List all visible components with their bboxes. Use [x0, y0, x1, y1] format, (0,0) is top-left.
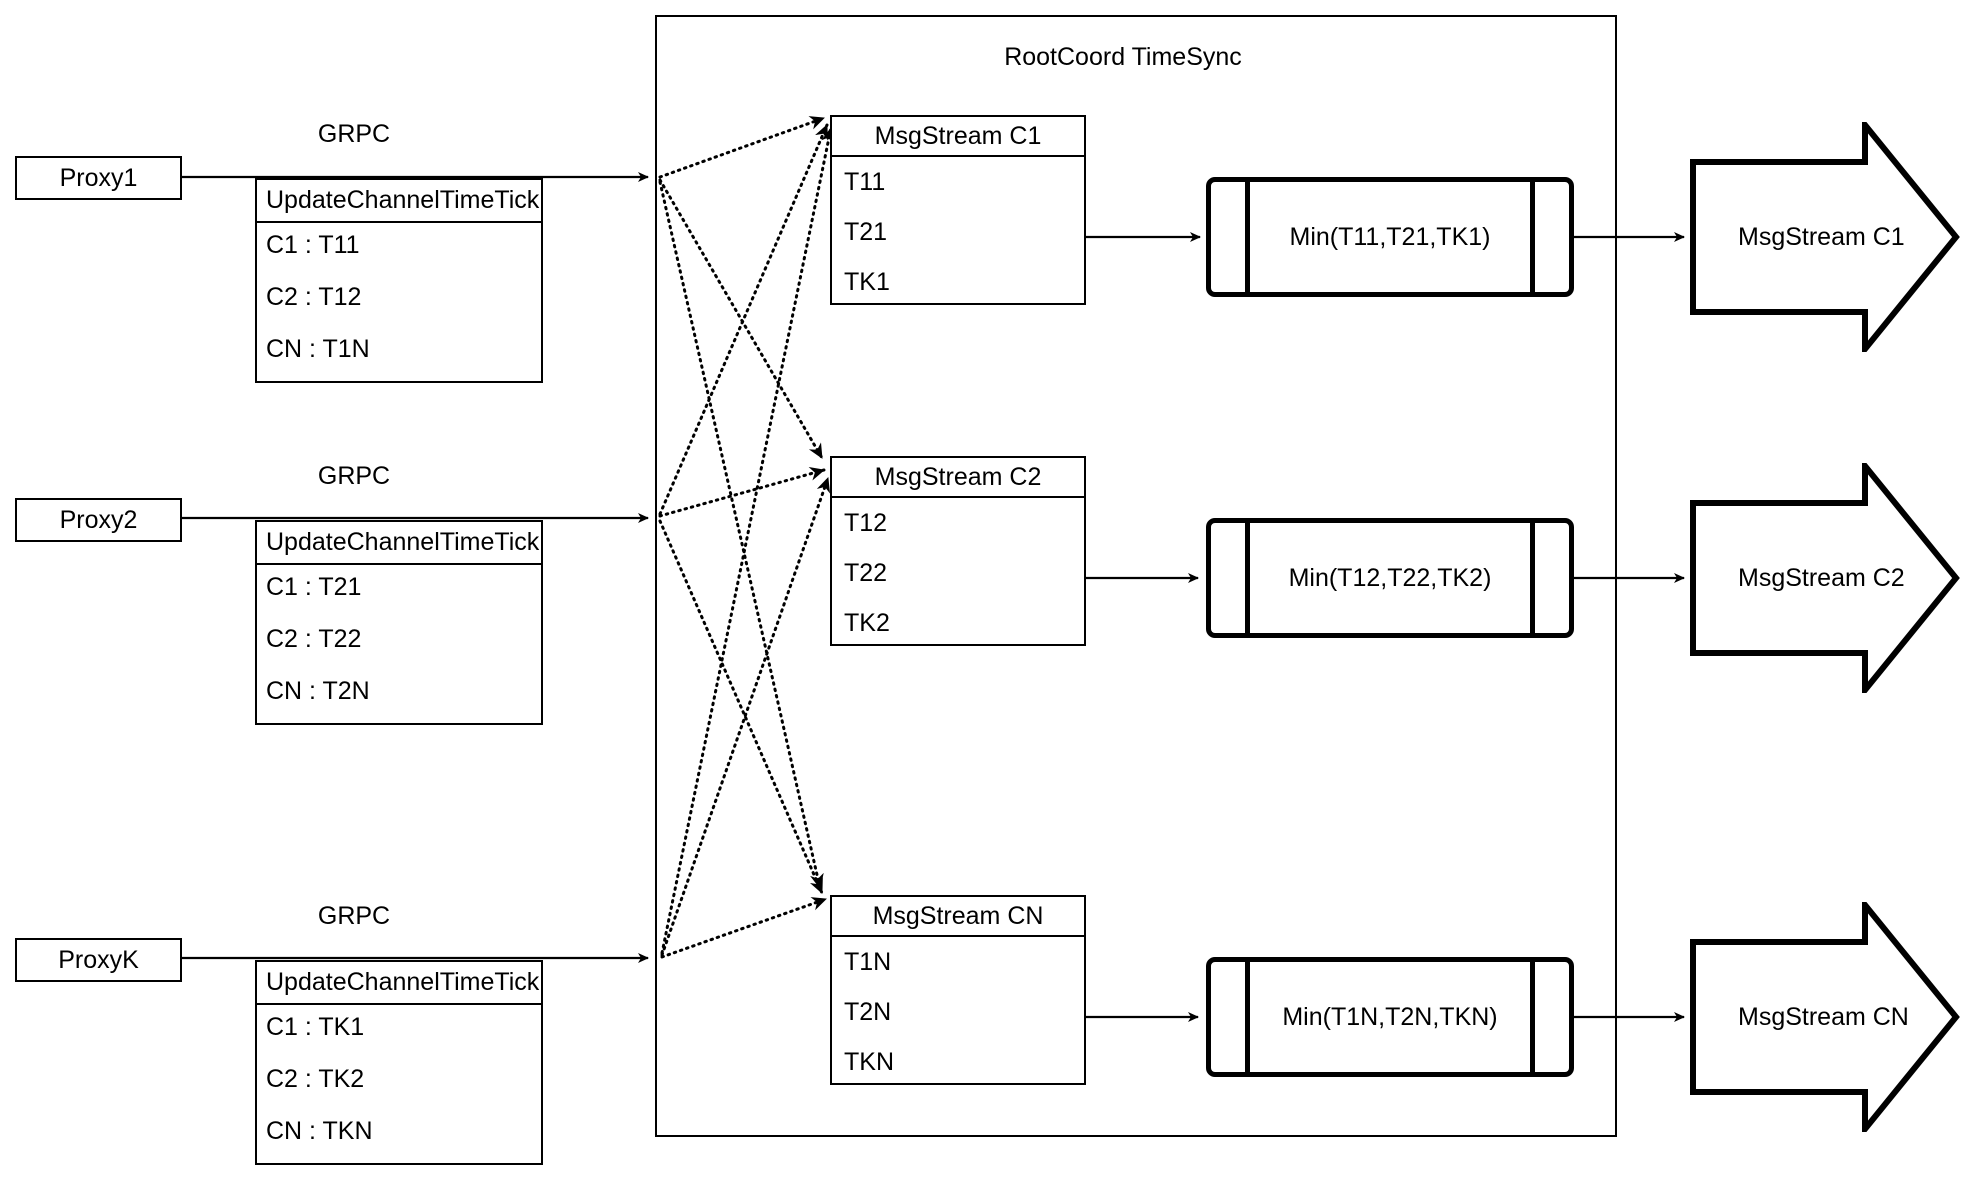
msgstream-box-1: MsgStream C1 T11 T21 TK1 [830, 115, 1086, 305]
uct-row: CN : T2N [266, 677, 370, 705]
proxy-box-3[interactable]: ProxyK [15, 938, 182, 982]
uct-row: CN : T1N [266, 335, 370, 363]
min-label-3: Min(T1N,T2N,TKN) [1282, 1002, 1498, 1031]
proxy-box-1[interactable]: Proxy1 [15, 156, 182, 200]
output-block-arrow-2: MsgStream C2 [1690, 457, 1960, 699]
uct-rows-2: C1 : T21 C2 : T22 CN : T2N [257, 565, 541, 704]
rootcoord-timesync-title: RootCoord TimeSync [1004, 43, 1242, 71]
rootcoord-timesync-container [655, 15, 1617, 1137]
output-block-arrow-3: MsgStream CN [1690, 896, 1960, 1138]
block-arrow-icon [1690, 896, 1960, 1138]
block-arrow-icon [1690, 116, 1960, 358]
uct-row: C1 : T11 [266, 231, 360, 259]
min-process-box-2: Min(T12,T22,TK2) [1206, 518, 1574, 638]
uct-rows-1: C1 : T11 C2 : T12 CN : T1N [257, 223, 541, 362]
grpc-label-1: GRPC [317, 120, 391, 148]
msgstream-rows-2: T12 T22 TK2 [832, 498, 1084, 636]
update-channel-timetick-box-1: UpdateChannelTimeTick C1 : T11 C2 : T12 … [255, 178, 543, 383]
uct-row: C2 : TK2 [266, 1065, 365, 1093]
msgstream-row: T11 [844, 168, 886, 196]
msgstream-rows-3: T1N T2N TKN [832, 937, 1084, 1075]
proxy-box-2[interactable]: Proxy2 [15, 498, 182, 542]
min-process-box-3: Min(T1N,T2N,TKN) [1206, 957, 1574, 1077]
output-label-1: MsgStream C1 [1738, 222, 1905, 251]
proxy-label: ProxyK [58, 945, 139, 974]
uct-row: CN : TKN [266, 1117, 373, 1145]
msgstream-title-1: MsgStream C1 [832, 117, 1084, 157]
msgstream-row: TKN [844, 1048, 894, 1076]
min-label-2: Min(T12,T22,TK2) [1288, 563, 1492, 592]
msgstream-row: T12 [844, 509, 888, 537]
block-arrow-icon [1690, 457, 1960, 699]
msgstream-row: TK2 [844, 609, 890, 637]
uct-row: C1 : T21 [266, 573, 362, 601]
msgstream-box-2: MsgStream C2 T12 T22 TK2 [830, 456, 1086, 646]
msgstream-row: T2N [844, 998, 892, 1026]
grpc-label-3: GRPC [317, 902, 391, 930]
msgstream-box-3: MsgStream CN T1N T2N TKN [830, 895, 1086, 1085]
msgstream-rows-1: T11 T21 TK1 [832, 157, 1084, 295]
grpc-label-2: GRPC [317, 462, 391, 490]
output-label-3: MsgStream CN [1738, 1002, 1909, 1031]
process-right-bar-icon [1530, 523, 1535, 633]
uct-title-3: UpdateChannelTimeTick [257, 962, 541, 1005]
process-right-bar-icon [1530, 962, 1535, 1072]
proxy-label: Proxy1 [59, 163, 138, 192]
output-label-2: MsgStream C2 [1738, 563, 1905, 592]
uct-row: C2 : T12 [266, 283, 362, 311]
process-left-bar-icon [1245, 523, 1250, 633]
process-left-bar-icon [1245, 962, 1250, 1072]
uct-row: C2 : T22 [266, 625, 362, 653]
min-process-box-1: Min(T11,T21,TK1) [1206, 177, 1574, 297]
process-right-bar-icon [1530, 182, 1535, 292]
msgstream-row: TK1 [844, 268, 890, 296]
proxy-label: Proxy2 [59, 505, 138, 534]
msgstream-title-3: MsgStream CN [832, 897, 1084, 937]
uct-title-2: UpdateChannelTimeTick [257, 522, 541, 565]
msgstream-title-2: MsgStream C2 [832, 458, 1084, 498]
uct-title-1: UpdateChannelTimeTick [257, 180, 541, 223]
update-channel-timetick-box-3: UpdateChannelTimeTick C1 : TK1 C2 : TK2 … [255, 960, 543, 1165]
output-block-arrow-1: MsgStream C1 [1690, 116, 1960, 358]
process-left-bar-icon [1245, 182, 1250, 292]
msgstream-row: T1N [844, 948, 892, 976]
msgstream-row: T21 [844, 218, 888, 246]
uct-rows-3: C1 : TK1 C2 : TK2 CN : TKN [257, 1005, 541, 1144]
uct-row: C1 : TK1 [266, 1013, 365, 1041]
min-label-1: Min(T11,T21,TK1) [1289, 222, 1491, 251]
msgstream-row: T22 [844, 559, 888, 587]
update-channel-timetick-box-2: UpdateChannelTimeTick C1 : T21 C2 : T22 … [255, 520, 543, 725]
